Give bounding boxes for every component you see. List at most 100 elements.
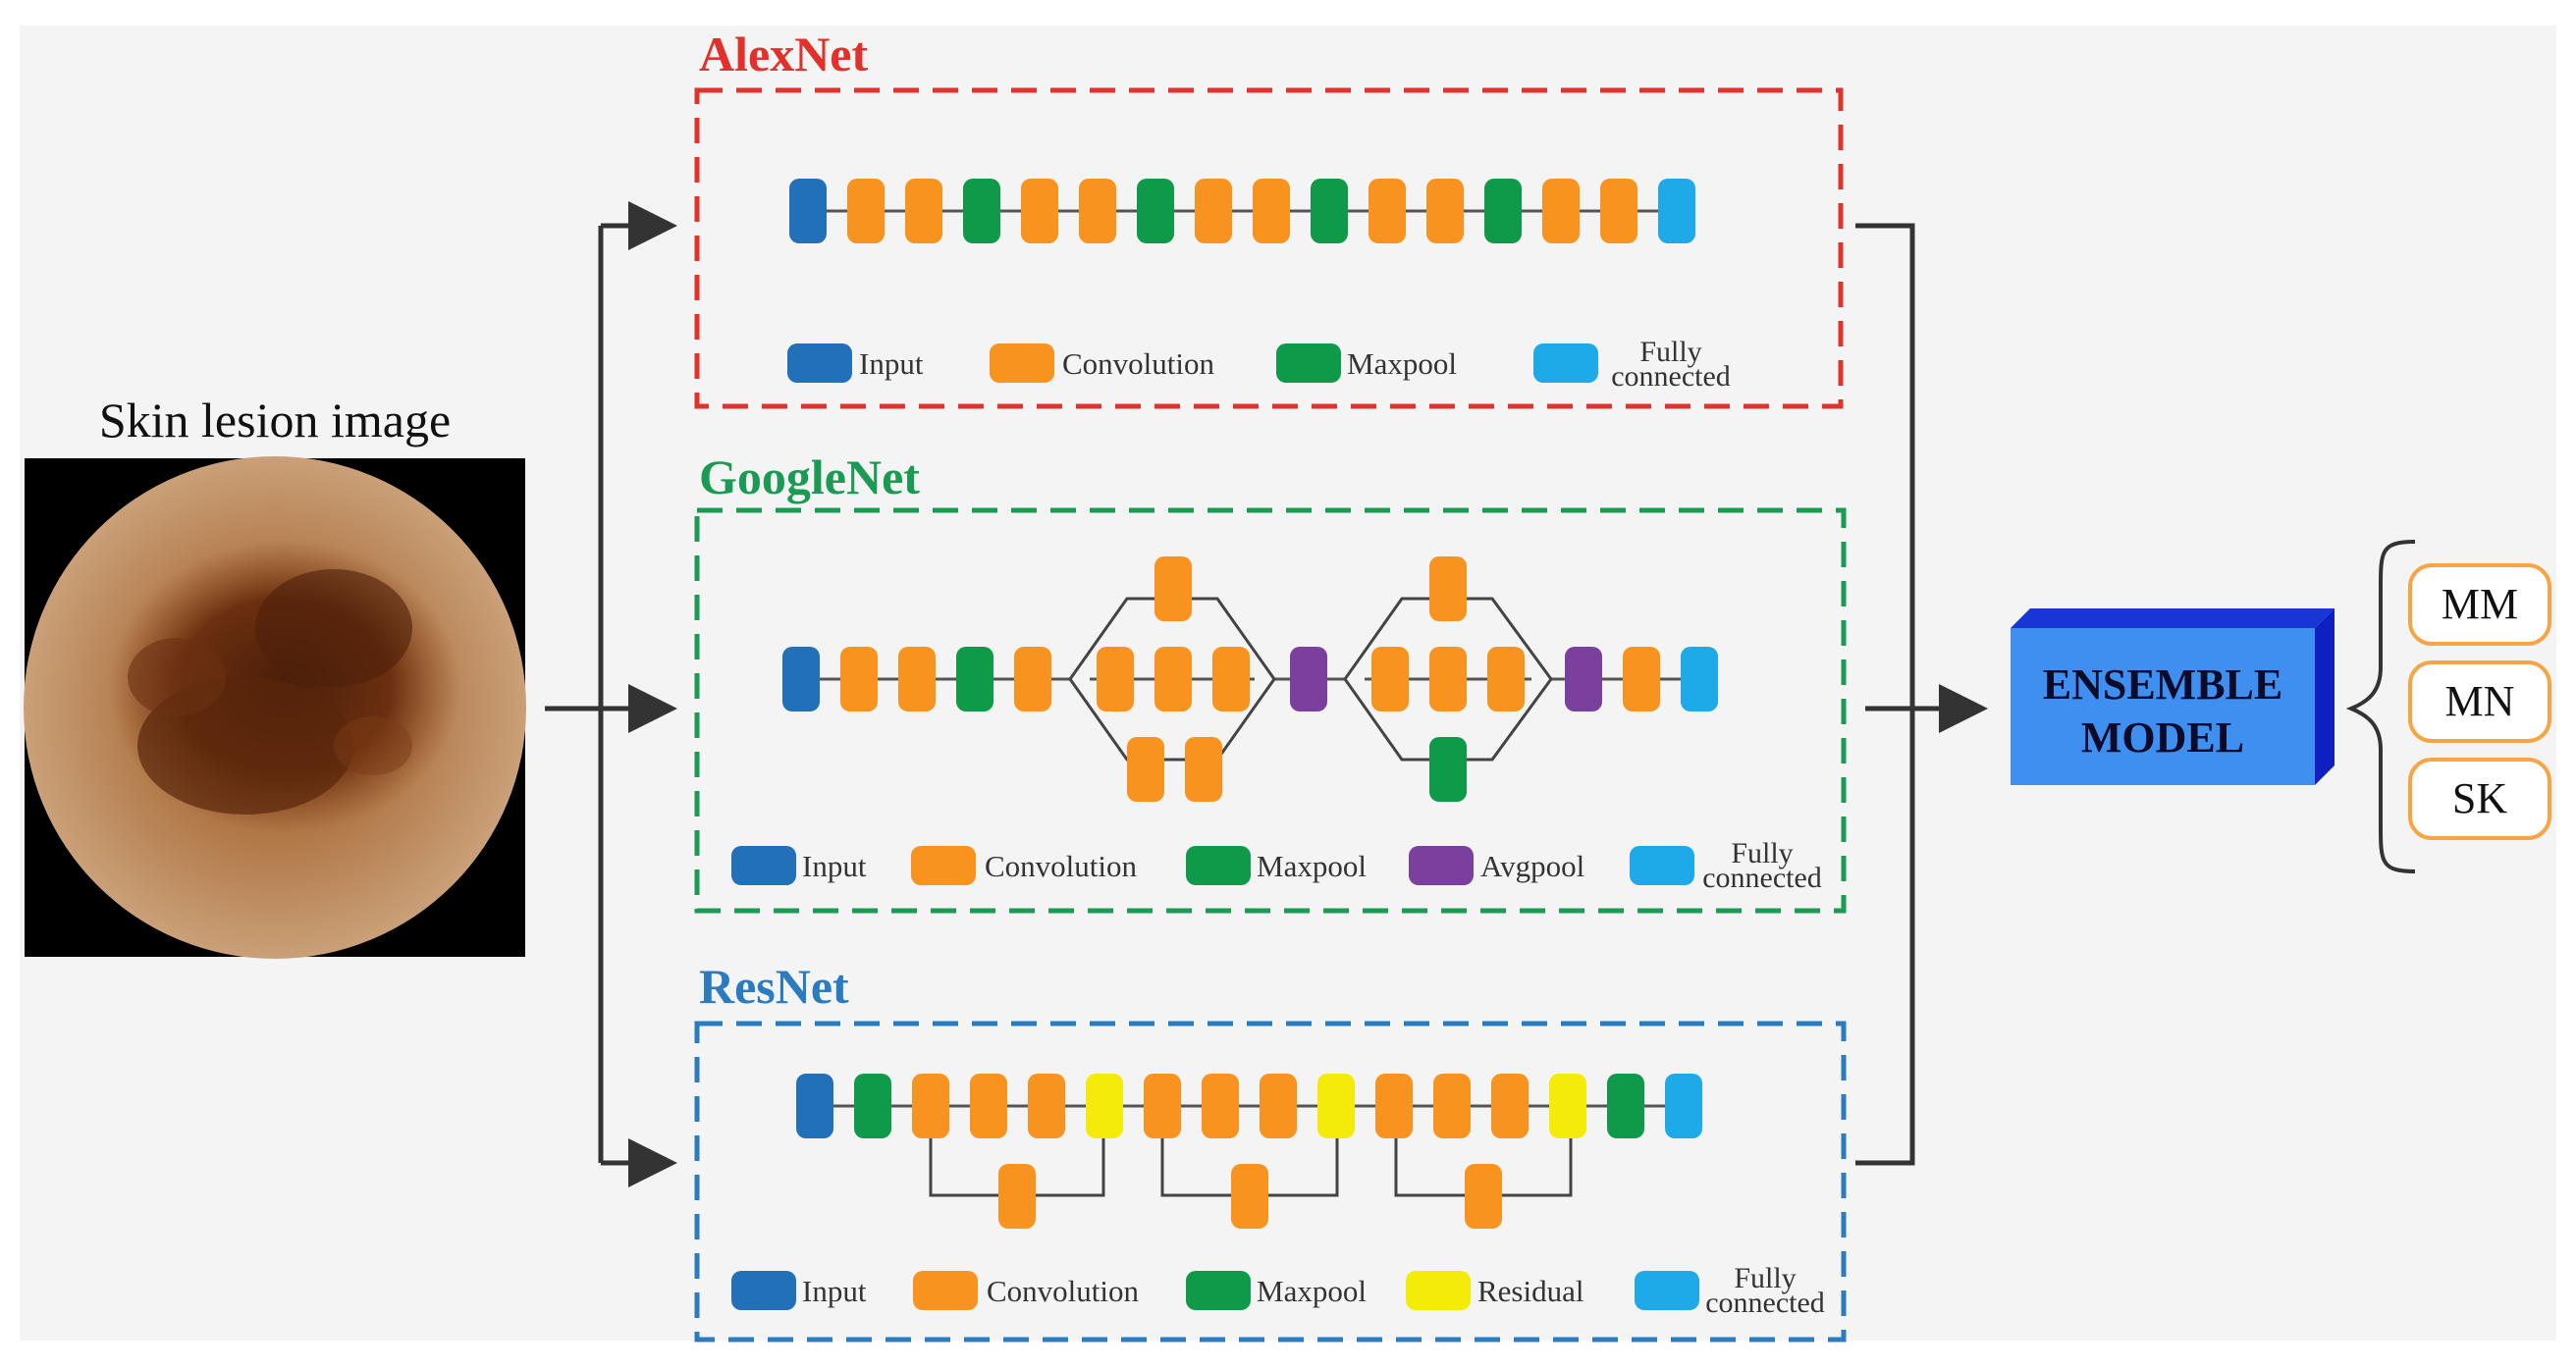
alexnet-maxpool-layer [963, 179, 1000, 243]
alexnet-legend: Input Convolution Maxpool Fully connecte… [787, 336, 1731, 393]
legend-avgpool-swatch [1409, 846, 1474, 885]
skin-lesion-image [24, 456, 526, 959]
googlenet-conv-layer [1623, 647, 1660, 711]
googlenet-inception-conv [1154, 647, 1192, 711]
alexnet-conv-layer [1368, 179, 1406, 243]
output-mm-box [2408, 563, 2551, 646]
legend-fully-label: Fully [1734, 1262, 1796, 1294]
legend-maxpool-swatch [1186, 846, 1251, 885]
legend-input-swatch [731, 846, 796, 885]
resnet-fc-layer [1665, 1074, 1702, 1138]
legend-fully-label: Fully [1731, 837, 1793, 869]
resnet-residual-layer [1549, 1074, 1586, 1138]
resnet-residual-layer [1317, 1074, 1355, 1138]
resnet-input-layer [796, 1074, 833, 1138]
googlenet-legend: Input Convolution Maxpool Avgpool Fully … [731, 837, 1822, 894]
googlenet-inception-conv [1185, 737, 1222, 802]
output-brace [2345, 540, 2416, 873]
ensemble-label-line2: MODEL [2081, 713, 2244, 762]
googlenet-inception-conv [1127, 737, 1164, 802]
legend-maxpool-label: Maxpool [1347, 346, 1457, 381]
legend-maxpool-swatch [1186, 1271, 1251, 1310]
googlenet-layers [782, 556, 1718, 802]
alexnet-frame [694, 87, 1844, 409]
branch-arrows [545, 201, 677, 1187]
legend-convolution-swatch [913, 1271, 978, 1310]
legend-convolution-label: Convolution [987, 1274, 1140, 1308]
resnet-conv-layer [1491, 1074, 1529, 1138]
googlenet-inception-conv [1429, 647, 1467, 711]
alexnet-maxpool-layer [1137, 179, 1174, 243]
alexnet-maxpool-layer [1484, 179, 1522, 243]
resnet-legend: Input Convolution Maxpool Residual Fully… [731, 1262, 1825, 1319]
googlenet-maxpool-layer [956, 647, 993, 711]
resnet-maxpool-layer [854, 1074, 891, 1138]
resnet-maxpool-layer [1607, 1074, 1644, 1138]
resnet-residual-layer [1086, 1074, 1123, 1138]
legend-convolution-swatch [911, 846, 976, 885]
legend-fully-connected-swatch [1630, 846, 1694, 885]
legend-input-label: Input [802, 1274, 867, 1308]
googlenet-frame [694, 507, 1847, 914]
googlenet-inception-conv [1487, 647, 1525, 711]
output-classes: MM MN SK [2408, 563, 2551, 840]
resnet-skip-conv [1231, 1164, 1268, 1229]
legend-input-label: Input [802, 849, 867, 883]
alexnet-conv-layer [1079, 179, 1116, 243]
resnet-conv-layer [1375, 1074, 1413, 1138]
output-sk-label: SK [2452, 774, 2507, 822]
legend-fully-connected-swatch [1533, 343, 1598, 383]
alexnet-input-layer [789, 179, 827, 243]
resnet-conv-layer [1260, 1074, 1297, 1138]
alexnet-layers [789, 179, 1695, 243]
googlenet-avgpool-layer [1290, 647, 1327, 711]
googlenet-inception-conv [1212, 647, 1250, 711]
ensemble-model-box: ENSEMBLE MODEL [2011, 608, 2334, 785]
alexnet-conv-layer [1195, 179, 1232, 243]
legend-convolution-swatch [990, 343, 1054, 383]
legend-input-swatch [787, 343, 852, 383]
legend-connected-label: connected [1611, 360, 1731, 393]
googlenet-fc-layer [1681, 647, 1718, 711]
googlenet-inception-conv [1429, 556, 1467, 621]
googlenet-title: GoogleNet [699, 449, 920, 504]
googlenet-avgpool-layer [1565, 647, 1602, 711]
googlenet-conv-layer [898, 647, 936, 711]
googlenet-conv-layer [840, 647, 878, 711]
legend-input-label: Input [859, 346, 924, 381]
resnet-conv-layer [1433, 1074, 1471, 1138]
alexnet-maxpool-layer [1311, 179, 1348, 243]
alexnet-title: AlexNet [699, 26, 868, 81]
resnet-layers [796, 1074, 1702, 1229]
resnet-skip-conv [998, 1164, 1036, 1229]
legend-connected-label: connected [1705, 1287, 1825, 1319]
legend-input-swatch [731, 1271, 796, 1310]
googlenet-inception-conv [1154, 556, 1192, 621]
resnet-skip-conv [1465, 1164, 1502, 1229]
alexnet-conv-layer [905, 179, 942, 243]
resnet-conv-layer [912, 1074, 949, 1138]
output-sk-box [2408, 758, 2551, 840]
alexnet-conv-layer [1542, 179, 1580, 243]
legend-fully-connected-swatch [1635, 1271, 1699, 1310]
googlenet-inception-conv [1097, 647, 1134, 711]
merge-arrows [1855, 223, 1988, 1166]
resnet-frame [694, 1021, 1847, 1343]
output-mn-box [2408, 660, 2551, 743]
googlenet-inception-conv [1371, 647, 1409, 711]
resnet-title: ResNet [699, 959, 849, 1014]
output-mn-label: MN [2445, 677, 2515, 725]
legend-connected-label: connected [1702, 862, 1822, 894]
googlenet-inception-maxpool [1429, 737, 1467, 802]
output-mm-label: MM [2442, 580, 2518, 628]
alexnet-conv-layer [1021, 179, 1058, 243]
legend-maxpool-label: Maxpool [1257, 1274, 1367, 1308]
legend-residual-label: Residual [1477, 1274, 1584, 1308]
legend-maxpool-label: Maxpool [1257, 849, 1367, 883]
ensemble-label-line1: ENSEMBLE [2043, 660, 2283, 709]
resnet-conv-layer [970, 1074, 1007, 1138]
input-image-title: Skin lesion image [99, 393, 451, 448]
alexnet-conv-layer [847, 179, 885, 243]
resnet-conv-layer [1028, 1074, 1065, 1138]
